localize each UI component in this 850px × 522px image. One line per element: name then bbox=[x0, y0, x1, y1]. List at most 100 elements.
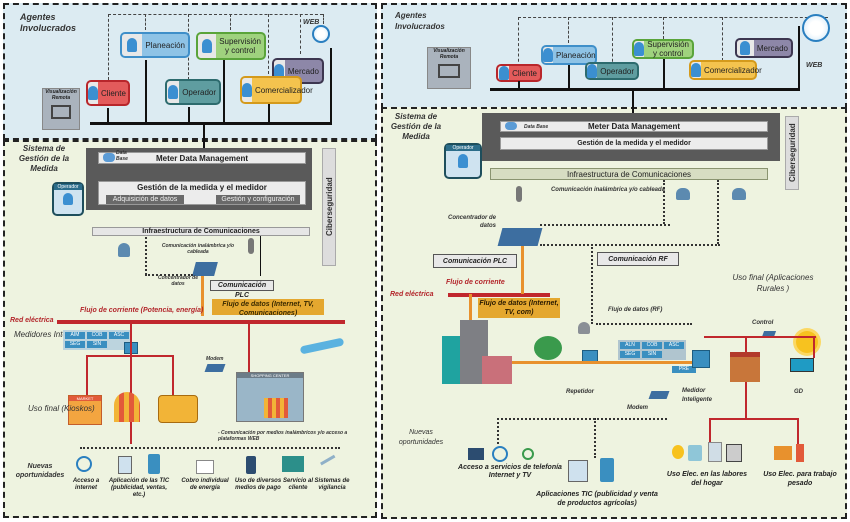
power-line bbox=[709, 418, 711, 444]
plc-line bbox=[201, 276, 204, 316]
agent-comercializador[interactable]: Comercializador bbox=[689, 60, 762, 80]
opportunity-label: Uso Elec. en las labores del hogar bbox=[666, 471, 748, 487]
database-icon bbox=[505, 122, 517, 130]
opportunity-label: Aplicación de las TIC (publicidad, venta… bbox=[108, 478, 170, 498]
agent-planeacion[interactable]: Planeación bbox=[120, 32, 190, 58]
opportunity-label: Uso de diversos medios de pago bbox=[234, 478, 282, 491]
dotted-link bbox=[663, 180, 665, 224]
right-infra-bar: Infraestructura de Comunicaciones bbox=[490, 168, 768, 180]
right-current-flow: Flujo de corriente bbox=[446, 279, 505, 286]
left-operator-box[interactable]: Operador bbox=[52, 182, 84, 216]
solar-panel-icon bbox=[790, 358, 814, 372]
right-operator-box[interactable]: Operador bbox=[444, 143, 482, 179]
power-line bbox=[132, 355, 172, 357]
connector bbox=[663, 59, 665, 88]
opportunity-label: Acceso a servicios de telefonía Internet… bbox=[458, 464, 562, 479]
right-agents-title: Agentes Involucrados bbox=[395, 11, 445, 31]
meter-cell: COB bbox=[87, 332, 107, 339]
right-dashed-link bbox=[518, 17, 519, 67]
left-agents-bus bbox=[90, 122, 332, 125]
left-dashed-link bbox=[268, 14, 269, 74]
user-icon bbox=[88, 82, 98, 104]
tablet-icon bbox=[568, 460, 588, 482]
power-line bbox=[745, 382, 747, 418]
right-rf-flow: Flujo de datos (RF) bbox=[608, 307, 663, 313]
left-system-title: Sistema de Gestión de la Medida bbox=[18, 144, 70, 173]
left-dashed-link bbox=[300, 14, 301, 54]
power-line bbox=[86, 355, 130, 357]
right-modem-label: Modem bbox=[627, 405, 648, 411]
smartphone-icon bbox=[148, 454, 160, 474]
food-cart-icon bbox=[114, 392, 140, 422]
power-line bbox=[130, 324, 132, 444]
tablet-icon bbox=[118, 456, 132, 474]
user-icon bbox=[242, 78, 252, 102]
left-data-flow: Flujo de datos (Internet, TV, Comunicaci… bbox=[212, 299, 324, 317]
user-icon bbox=[122, 34, 143, 56]
dotted-link bbox=[594, 418, 596, 458]
agent-planeacion[interactable]: Planeación bbox=[541, 45, 597, 65]
agent-operador[interactable]: Operador bbox=[585, 62, 639, 80]
dotted-link bbox=[596, 323, 692, 325]
agent-cliente[interactable]: Cliente bbox=[496, 64, 542, 82]
right-rf-tag: Comunicación RF bbox=[597, 252, 679, 266]
right-new-opps: Nuevas oportunidades bbox=[398, 429, 444, 446]
smartphone-icon bbox=[600, 458, 614, 482]
user-icon bbox=[737, 40, 754, 56]
agent-mercado[interactable]: Mercado bbox=[735, 38, 793, 58]
market-label: MARKET bbox=[69, 396, 101, 401]
meter-cell: SIN bbox=[642, 351, 662, 358]
connector bbox=[145, 60, 147, 122]
remote-view-label: Visualización Remota bbox=[45, 89, 77, 101]
house-icon bbox=[730, 352, 760, 382]
robot-arm-icon bbox=[796, 444, 804, 462]
left-meters-label: Medidores Inteligentes bbox=[14, 330, 95, 339]
pos-terminal-icon bbox=[246, 456, 256, 474]
agent-operador[interactable]: Operador bbox=[165, 79, 221, 105]
tree-icon bbox=[534, 336, 562, 360]
agent-supervision[interactable]: Supervisión y control bbox=[196, 32, 266, 60]
internet-icon bbox=[76, 456, 92, 472]
opportunity-label: Sistemas de vigilancia bbox=[314, 478, 350, 491]
left-meter-grid: AIM COB ASC SEG SIN bbox=[63, 330, 131, 350]
operator-label: Operador bbox=[446, 145, 480, 151]
connector bbox=[568, 65, 570, 88]
left-agents-title: Agentes Involucrados bbox=[20, 12, 77, 33]
left-dashed-link bbox=[108, 14, 323, 15]
configuration-bar: Gestión y configuración bbox=[216, 195, 300, 204]
meter-cell: SIN bbox=[87, 341, 107, 348]
power-line bbox=[704, 336, 816, 338]
connector bbox=[188, 107, 190, 122]
dotted-link bbox=[591, 244, 593, 324]
internet-icon bbox=[492, 446, 508, 462]
right-system-title: Sistema de Gestión de la Medida bbox=[390, 112, 442, 141]
user-icon bbox=[274, 60, 285, 82]
market-icon: MARKET bbox=[68, 395, 102, 425]
agent-supervision[interactable]: Supervisión y control bbox=[632, 39, 694, 59]
opportunity-label: Aplicaciones TIC (publicidad y venta de … bbox=[536, 491, 658, 507]
right-agents-bus bbox=[490, 88, 800, 91]
dotted-link bbox=[80, 447, 340, 449]
modem-icon bbox=[648, 391, 670, 399]
antenna-icon bbox=[578, 322, 590, 334]
left-dashed-link bbox=[230, 14, 231, 30]
agent-comercializador[interactable]: Comercializador bbox=[240, 76, 313, 104]
right-end-use: Uso final (Aplicaciones Rurales ) bbox=[732, 273, 814, 293]
meter-cell: AIM bbox=[65, 332, 85, 339]
database-label: Data Base bbox=[116, 150, 128, 162]
invoice-icon bbox=[196, 460, 214, 474]
right-plc-tag: Comunicación PLC bbox=[433, 254, 517, 268]
meter-cell: ASC bbox=[664, 342, 684, 349]
database-icon bbox=[103, 153, 115, 162]
fridge-icon bbox=[708, 442, 722, 462]
left-infra-bar: Infraestructura de Comunicaciones bbox=[92, 227, 310, 236]
smart-meter-label: Medidor Inteligente bbox=[682, 388, 713, 403]
connector bbox=[798, 26, 800, 90]
machinery-icon bbox=[774, 446, 792, 460]
antenna-icon bbox=[676, 188, 690, 200]
dotted-link bbox=[497, 418, 499, 444]
agent-cliente[interactable]: Cliente bbox=[86, 80, 130, 106]
meter-cell bbox=[664, 351, 684, 358]
right-dashed-link bbox=[612, 17, 613, 67]
data-line bbox=[512, 361, 702, 364]
